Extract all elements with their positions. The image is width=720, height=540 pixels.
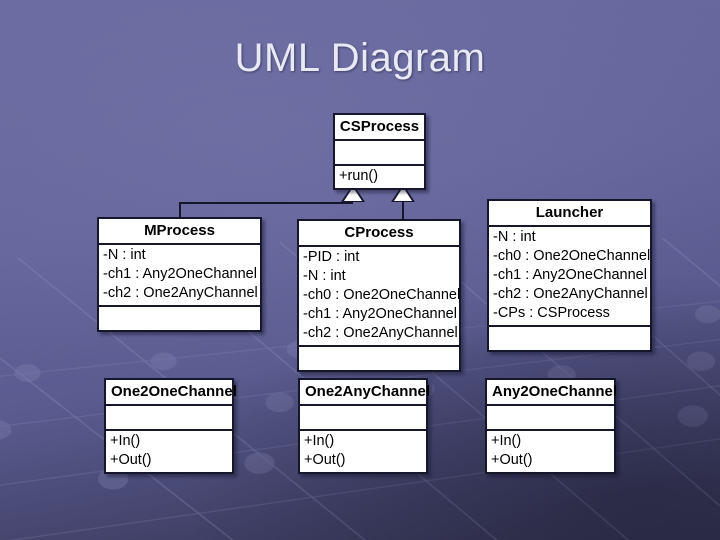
operation-row: +run() <box>339 168 379 184</box>
attribute-row: -CPs : CSProcess <box>493 305 610 321</box>
generalization-line-mprocess-horizontal <box>179 202 353 204</box>
class-attributes-one2anychannel <box>300 404 426 429</box>
class-box-launcher[interactable]: Launcher -N : int -ch0 : One2OneChannel … <box>487 199 652 352</box>
class-operations-csprocess: +run() <box>335 164 424 188</box>
class-box-one2onechannel[interactable]: One2OneChannel +In() +Out() <box>104 378 237 474</box>
class-box-any2onechannel[interactable]: Any2OneChannel +In() +Out() <box>485 378 618 474</box>
class-operations-one2anychannel: +In() +Out() <box>300 429 426 472</box>
operation-row: +Out() <box>110 452 152 468</box>
attribute-row: -ch2 : One2AnyChannel <box>493 286 648 302</box>
attribute-row: -ch1 : Any2OneChannel <box>303 306 457 322</box>
attribute-row: -ch2 : One2AnyChannel <box>103 285 258 301</box>
operation-row: +In() <box>110 433 141 449</box>
class-name-any2onechannel: Any2OneChannel <box>492 383 618 400</box>
generalization-line-cprocess-vertical <box>402 200 404 219</box>
class-attributes-mprocess: -N : int -ch1 : Any2OneChannel -ch2 : On… <box>99 243 260 305</box>
class-attributes-launcher: -N : int -ch0 : One2OneChannel -ch1 : An… <box>489 225 650 325</box>
class-attributes-any2onechannel <box>487 404 614 429</box>
class-name-launcher: Launcher <box>535 204 604 221</box>
class-attributes-csprocess <box>335 139 424 164</box>
class-box-one2anychannel[interactable]: One2AnyChannel +In() +Out() <box>298 378 431 474</box>
operation-row: +In() <box>491 433 522 449</box>
class-name-cprocess: CProcess <box>344 224 414 241</box>
class-operations-launcher <box>489 325 650 350</box>
class-name-csprocess: CSProcess <box>339 118 420 135</box>
class-attributes-one2onechannel <box>106 404 232 429</box>
attribute-row: -ch1 : Any2OneChannel <box>493 267 647 283</box>
generalization-line-mprocess-vertical <box>179 202 181 219</box>
attribute-row: -ch0 : One2OneChannel <box>493 248 651 264</box>
class-operations-one2onechannel: +In() +Out() <box>106 429 232 472</box>
class-box-mprocess[interactable]: MProcess -N : int -ch1 : Any2OneChannel … <box>97 217 262 332</box>
operation-row: +Out() <box>304 452 346 468</box>
class-name-mprocess: MProcess <box>144 222 215 239</box>
class-name-one2anychannel: One2AnyChannel <box>305 383 431 400</box>
class-operations-any2onechannel: +In() +Out() <box>487 429 614 472</box>
page-title: UML Diagram <box>234 36 486 80</box>
attribute-row: -N : int <box>493 229 536 245</box>
attribute-row: -ch2 : One2AnyChannel <box>303 325 458 341</box>
operation-row: +Out() <box>491 452 533 468</box>
class-name-one2onechannel: One2OneChannel <box>111 383 237 400</box>
attribute-row: -PID : int <box>303 249 360 265</box>
attribute-row: -N : int <box>303 268 346 284</box>
operation-row: +In() <box>304 433 335 449</box>
class-operations-cprocess <box>299 345 459 370</box>
class-box-csprocess[interactable]: CSProcess +run() <box>333 113 426 190</box>
class-operations-mprocess <box>99 305 260 330</box>
attribute-row: -ch1 : Any2OneChannel <box>103 266 257 282</box>
attribute-row: -N : int <box>103 247 146 263</box>
class-box-cprocess[interactable]: CProcess -PID : int -N : int -ch0 : One2… <box>297 219 461 372</box>
attribute-row: -ch0 : One2OneChannel <box>303 287 461 303</box>
class-attributes-cprocess: -PID : int -N : int -ch0 : One2OneChanne… <box>299 245 461 345</box>
